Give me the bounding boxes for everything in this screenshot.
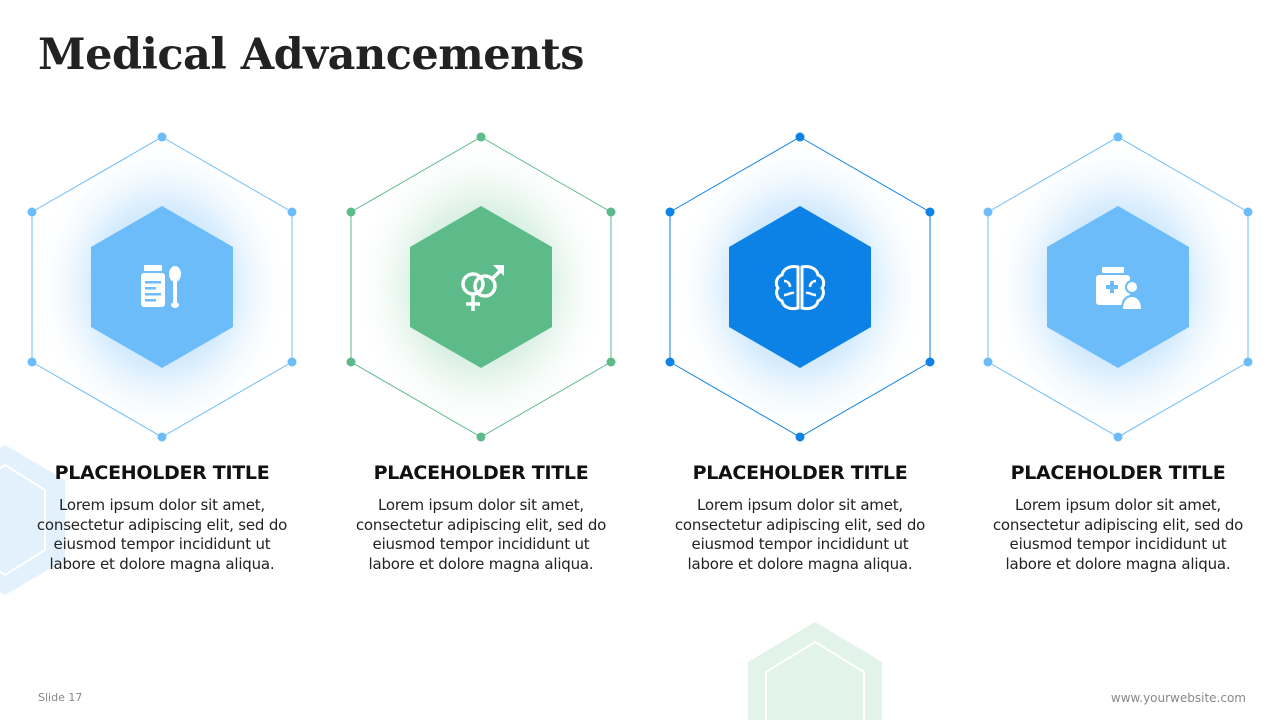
card-title: PLACEHOLDER TITLE [373, 462, 589, 484]
decorative-hexagon-bottom [748, 622, 882, 720]
card-title: PLACEHOLDER TITLE [692, 462, 908, 484]
card-1: PLACEHOLDER TITLE Lorem ipsum dolor sit … [12, 130, 312, 600]
hexagon-frame [346, 132, 616, 442]
medical-kit-patient-icon [1088, 257, 1148, 317]
card-4: PLACEHOLDER TITLE Lorem ipsum dolor sit … [968, 130, 1268, 600]
card-description: Lorem ipsum dolor sit amet, consectetur … [674, 496, 926, 573]
card-title: PLACEHOLDER TITLE [54, 462, 270, 484]
card-3: PLACEHOLDER TITLE Lorem ipsum dolor sit … [650, 130, 950, 600]
page-title: Medical Advancements [38, 30, 584, 80]
gender-symbols-icon [451, 257, 511, 317]
brain-icon [770, 257, 830, 317]
medicine-bottle-spoon-icon [132, 257, 192, 317]
card-description: Lorem ipsum dolor sit amet, consectetur … [355, 496, 607, 573]
decorative-hexagon-left [0, 445, 65, 595]
website-link[interactable]: www.yourwebsite.com [1110, 691, 1246, 705]
card-2: PLACEHOLDER TITLE Lorem ipsum dolor sit … [331, 130, 631, 600]
slide-number: Slide 17 [38, 691, 83, 704]
hexagon-frame [665, 132, 935, 442]
card-title: PLACEHOLDER TITLE [1010, 462, 1226, 484]
card-description: Lorem ipsum dolor sit amet, consectetur … [36, 496, 288, 573]
card-description: Lorem ipsum dolor sit amet, consectetur … [992, 496, 1244, 573]
